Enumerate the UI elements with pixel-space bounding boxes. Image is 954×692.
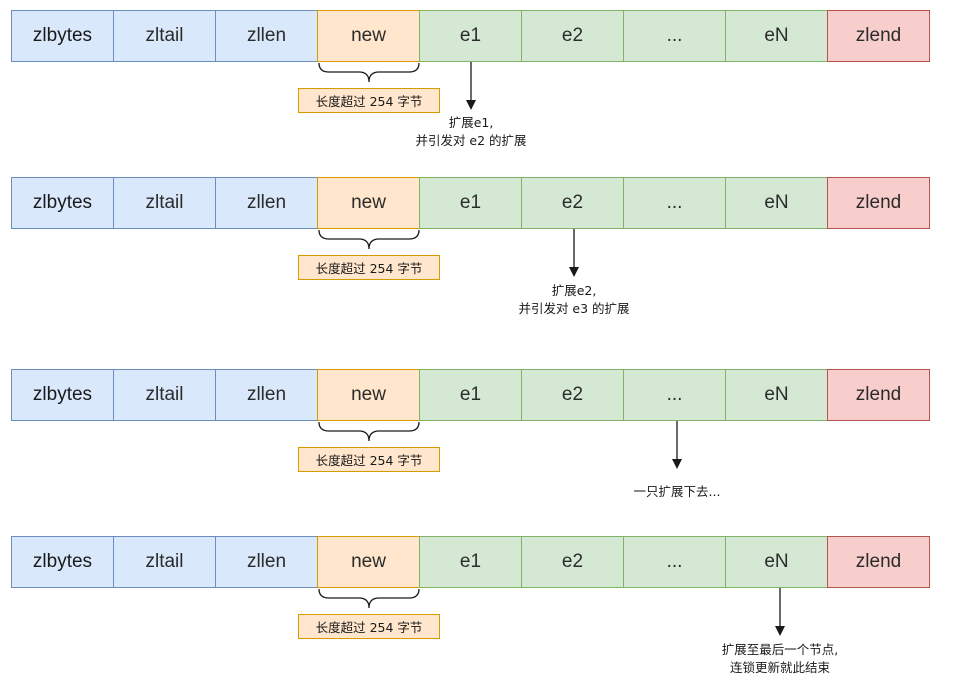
entry-ellipsis-cell: ... — [623, 177, 726, 229]
note-line: 扩展至最后一个节点, — [721, 642, 839, 657]
entry-en-cell: eN — [725, 10, 828, 62]
entry-e1-cell: e1 — [419, 177, 522, 229]
length-exceeds-tag: 长度超过 254 字节 — [298, 447, 440, 472]
new-entry-cell: new — [317, 10, 420, 62]
entry-ellipsis-cell: ... — [623, 369, 726, 421]
length-exceeds-tag: 长度超过 254 字节 — [298, 614, 440, 639]
note-line: 并引发对 e2 的扩展 — [415, 133, 527, 148]
entry-en-cell: eN — [725, 177, 828, 229]
zllen-cell: zllen — [215, 536, 318, 588]
zlend-cell: zlend — [827, 177, 930, 229]
zlend-cell: zlend — [827, 369, 930, 421]
note-line: 扩展e2, — [551, 283, 597, 298]
down-arrow-icon — [775, 588, 785, 636]
entry-e2-cell: e2 — [521, 177, 624, 229]
entry-en-cell: eN — [725, 536, 828, 588]
note-line: 扩展e1, — [448, 115, 494, 130]
new-entry-cell: new — [317, 177, 420, 229]
entry-ellipsis-cell: ... — [623, 10, 726, 62]
down-arrow-icon — [672, 421, 682, 469]
zlbytes-cell: zlbytes — [11, 536, 114, 588]
zlbytes-cell: zlbytes — [11, 177, 114, 229]
note-line: 一只扩展下去... — [633, 484, 721, 499]
entry-e2-cell: e2 — [521, 369, 624, 421]
length-exceeds-tag: 长度超过 254 字节 — [298, 255, 440, 280]
entry-e2-cell: e2 — [521, 10, 624, 62]
zlend-cell: zlend — [827, 10, 930, 62]
entry-e2-cell: e2 — [521, 536, 624, 588]
ziplist-row-2: zlbytes zltail zllen new e1 e2 ... eN zl… — [11, 177, 934, 229]
cascade-note: 扩展e1, 并引发对 e2 的扩展 — [391, 114, 551, 150]
cascade-note: 一只扩展下去... — [597, 483, 757, 501]
zlbytes-cell: zlbytes — [11, 10, 114, 62]
zltail-cell: zltail — [113, 536, 216, 588]
zlbytes-cell: zlbytes — [11, 369, 114, 421]
entry-e1-cell: e1 — [419, 536, 522, 588]
down-arrow-icon — [466, 62, 476, 110]
zlend-cell: zlend — [827, 536, 930, 588]
new-entry-cell: new — [317, 536, 420, 588]
curly-brace-icon — [318, 588, 420, 609]
ziplist-row-3: zlbytes zltail zllen new e1 e2 ... eN zl… — [11, 369, 934, 421]
zllen-cell: zllen — [215, 10, 318, 62]
zltail-cell: zltail — [113, 10, 216, 62]
zltail-cell: zltail — [113, 369, 216, 421]
curly-brace-icon — [318, 62, 420, 83]
cascade-note: 扩展至最后一个节点, 连锁更新就此结束 — [690, 641, 870, 677]
new-entry-cell: new — [317, 369, 420, 421]
ziplist-row-1: zlbytes zltail zllen new e1 e2 ... eN zl… — [11, 10, 934, 62]
length-exceeds-tag: 长度超过 254 字节 — [298, 88, 440, 113]
zllen-cell: zllen — [215, 177, 318, 229]
ziplist-row-4: zlbytes zltail zllen new e1 e2 ... eN zl… — [11, 536, 934, 588]
curly-brace-icon — [318, 229, 420, 250]
note-line: 并引发对 e3 的扩展 — [518, 301, 630, 316]
note-line: 连锁更新就此结束 — [729, 660, 830, 675]
entry-e1-cell: e1 — [419, 369, 522, 421]
entry-e1-cell: e1 — [419, 10, 522, 62]
zltail-cell: zltail — [113, 177, 216, 229]
cascade-note: 扩展e2, 并引发对 e3 的扩展 — [494, 282, 654, 318]
entry-en-cell: eN — [725, 369, 828, 421]
down-arrow-icon — [569, 229, 579, 277]
curly-brace-icon — [318, 421, 420, 442]
zllen-cell: zllen — [215, 369, 318, 421]
entry-ellipsis-cell: ... — [623, 536, 726, 588]
